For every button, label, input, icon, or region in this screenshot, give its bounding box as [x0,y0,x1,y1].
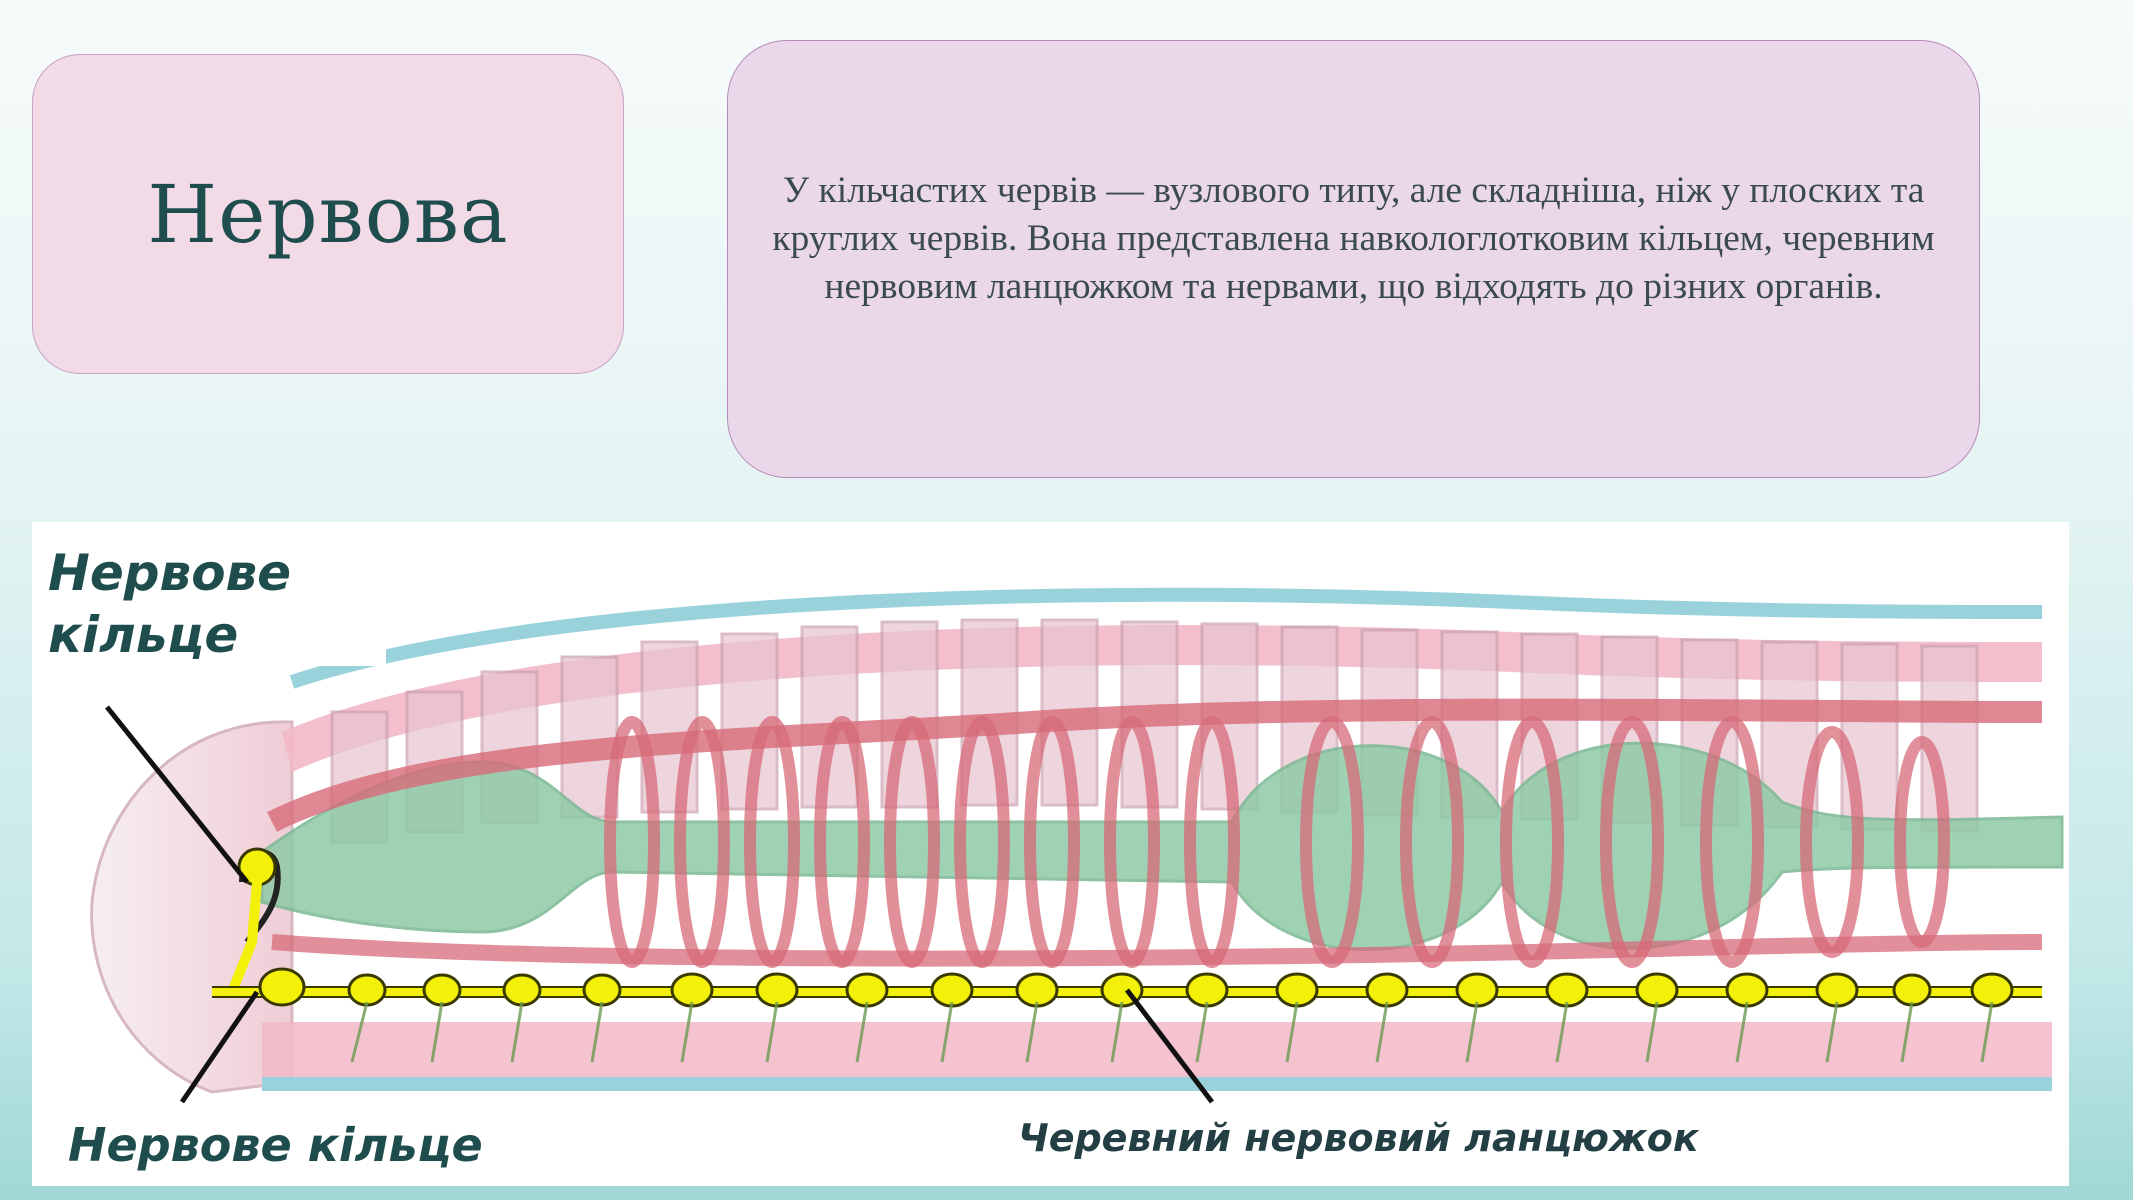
vessel-rings [604,716,1950,968]
earthworm-nervous-system-figure: Нервове кільце Нервове кільце Черевний н… [32,522,2069,1186]
nerve-ring-label-top: Нервове кільце [48,542,386,666]
ventral-vessel [271,934,2043,967]
worm-head [90,720,294,1094]
description-text: У кільчастих червів — вузлового типу, ал… [772,170,1935,307]
nerve-ring-label-bottom: Нервове кільце [68,1118,483,1172]
nerve-ring [227,847,281,994]
ventral-nerve-chain [212,967,2042,1008]
pointer-line-chain [1125,988,1214,1104]
pointer-line-bottom [179,990,260,1104]
ventral-nerve-chain-label: Черевний нервовий ланцюжок [1018,1116,1699,1160]
pointer-line-top [105,705,249,884]
earthworm-diagram [90,587,2064,1104]
body-outline-bottom [262,1077,2052,1091]
lateral-nerves [350,1001,1994,1063]
body-outline-top [289,587,2043,689]
title-card: Нервова [32,54,624,374]
slide-title: Нервова [147,167,509,261]
description-card: У кільчастих червів — вузлового типу, ал… [727,40,1980,478]
